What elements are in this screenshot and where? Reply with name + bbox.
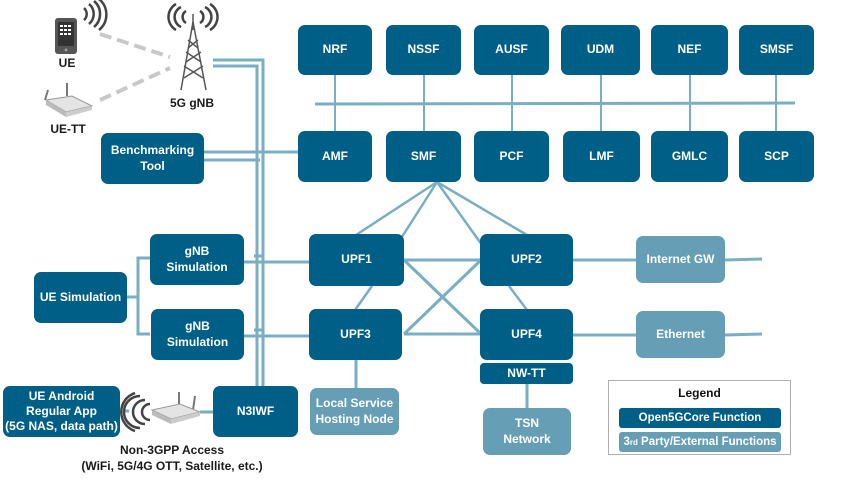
- non3gpp-subtitle: (WiFi, 5G/4G OTT, Satellite, etc.): [81, 458, 263, 473]
- ue-tt-router-icon: [44, 83, 94, 117]
- gnb-simulation-1[interactable]: gNB Simulation: [150, 234, 244, 285]
- ue-tt-label: UE-TT: [50, 122, 86, 136]
- legend-external-sup: rd: [629, 437, 638, 447]
- legend-core-function: Open5GCore Function: [619, 408, 781, 428]
- internet-gw[interactable]: Internet GW: [636, 236, 725, 283]
- non3gpp-router-icon: [150, 392, 202, 424]
- ue-phone-icon: [55, 18, 77, 54]
- nf-nef[interactable]: NEF: [651, 25, 728, 75]
- ue-signal-icon: [83, 0, 108, 31]
- upf-3[interactable]: UPF3: [309, 309, 402, 360]
- gnb-label: 5G gNB: [169, 96, 214, 110]
- gnb-tower-icon: [180, 14, 207, 91]
- nf-ausf[interactable]: AUSF: [474, 25, 549, 75]
- tsn-network[interactable]: TSN Network: [483, 408, 571, 455]
- nf-udm[interactable]: UDM: [561, 25, 640, 75]
- nf-n3iwf[interactable]: N3IWF: [213, 386, 298, 437]
- ue-simulation[interactable]: UE Simulation: [34, 272, 127, 323]
- local-service-hosting-node[interactable]: Local Service Hosting Node: [310, 388, 399, 435]
- benchmarking-tool[interactable]: Benchmarking Tool: [101, 133, 204, 184]
- legend-title: Legend: [678, 386, 721, 400]
- nf-smsf[interactable]: SMSF: [739, 25, 814, 75]
- upf-2[interactable]: UPF2: [480, 234, 573, 286]
- nf-scp[interactable]: SCP: [739, 131, 814, 182]
- nf-amf[interactable]: AMF: [298, 131, 372, 182]
- nf-nssf[interactable]: NSSF: [386, 25, 461, 75]
- nf-lmf[interactable]: LMF: [563, 131, 640, 182]
- ue-android-line2: Regular App: [26, 404, 97, 418]
- nf-pcf[interactable]: PCF: [474, 131, 549, 182]
- non3gpp-signal-icon: [120, 391, 151, 433]
- ue-android-line3: (5G NAS, data path): [5, 419, 118, 433]
- gnb-simulation-2-line2: Simulation: [166, 334, 229, 349]
- benchmarking-tool-line2: Tool: [140, 158, 165, 173]
- tsn-line2: Network: [503, 431, 551, 446]
- upf-1[interactable]: UPF1: [309, 234, 404, 286]
- local-service-line1: Local Service: [315, 395, 394, 410]
- sbi-bus: [314, 101, 796, 106]
- tsn-line1: TSN: [515, 415, 539, 430]
- legend-external-post: Party/External Functions: [637, 436, 777, 448]
- local-service-line2: Hosting Node: [315, 411, 394, 426]
- nf-nrf[interactable]: NRF: [298, 25, 372, 75]
- ethernet[interactable]: Ethernet: [636, 311, 725, 358]
- gnb-simulation-2-line1: gNB: [185, 318, 210, 333]
- gnb-signal-icon: [167, 2, 219, 32]
- non3gpp-label: Non-3GPP Access (WiFi, 5G/4G OTT, Satell…: [72, 443, 272, 474]
- gnb-simulation-2[interactable]: gNB Simulation: [151, 309, 244, 360]
- nf-gmlc[interactable]: GMLC: [651, 131, 728, 182]
- legend-external-pre: 3: [623, 436, 630, 448]
- nf-smf[interactable]: SMF: [386, 131, 461, 182]
- gnb-simulation-1-line1: gNB: [184, 243, 210, 258]
- benchmarking-tool-line1: Benchmarking: [110, 142, 195, 157]
- ue-label: UE: [58, 56, 76, 70]
- ue-android-line1: UE Android: [28, 389, 95, 403]
- non3gpp-title: Non-3GPP Access: [119, 443, 225, 457]
- gnb-simulation-1-line2: Simulation: [166, 259, 228, 274]
- nw-tt[interactable]: NW-TT: [480, 363, 573, 384]
- upf-4[interactable]: UPF4: [480, 309, 573, 360]
- ue-android-app[interactable]: UE Android Regular App (5G NAS, data pat…: [3, 386, 120, 437]
